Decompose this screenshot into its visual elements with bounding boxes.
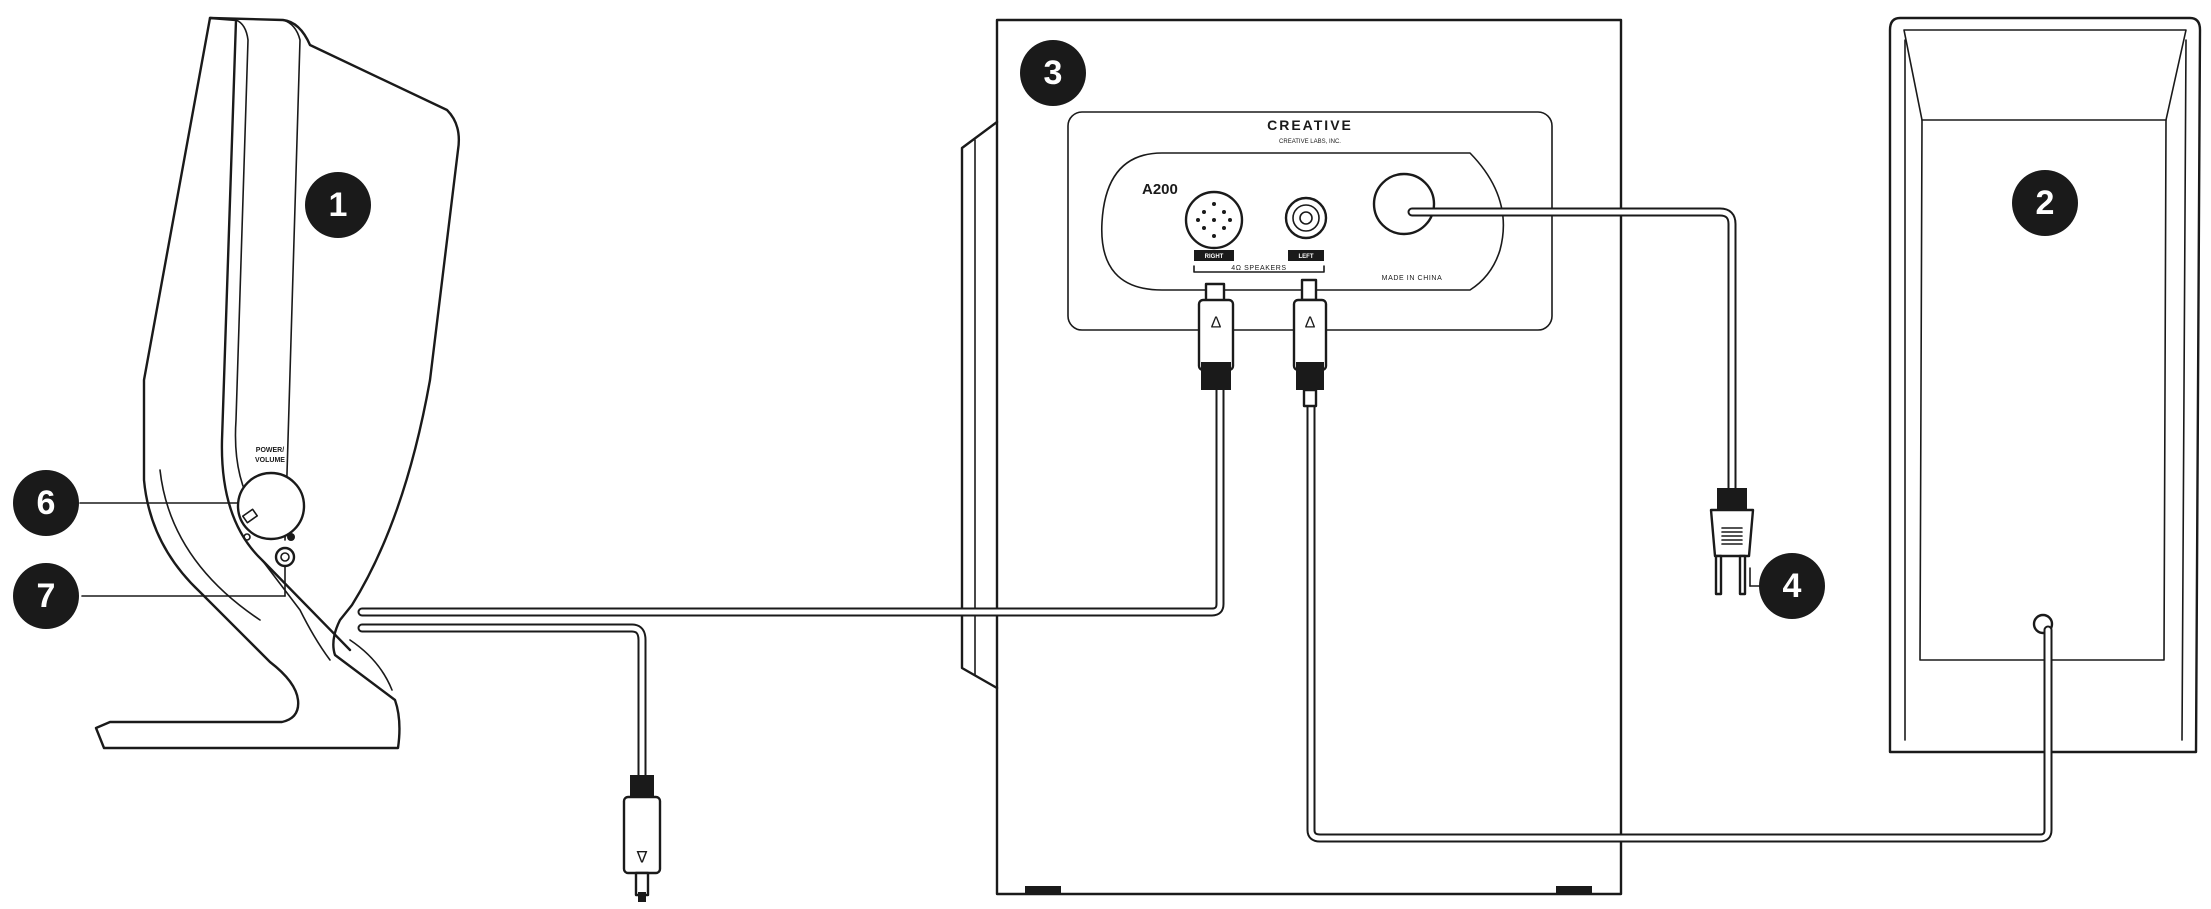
model-name: A200 xyxy=(1142,181,1178,198)
callout-leaders xyxy=(79,502,1791,597)
brand-logo-text: CREATIVE xyxy=(1267,117,1353,133)
callout-7-text: 7 xyxy=(37,577,56,615)
callout-6-text: 6 xyxy=(37,484,56,522)
callout-3-text: 3 xyxy=(1044,54,1063,92)
callout-1: 1 xyxy=(305,172,371,238)
power-cord-outlet xyxy=(1372,172,1436,236)
left-tag: LEFT xyxy=(1299,254,1314,260)
callout-2-text: 2 xyxy=(2036,184,2055,222)
made-in-text: MADE IN CHINA xyxy=(1382,275,1443,282)
callout-6: 6 xyxy=(13,470,79,536)
speakers-impedance-text: 4Ω SPEAKERS xyxy=(1231,265,1286,272)
callout-2: 2 xyxy=(2012,170,2078,236)
power-volume-knob[interactable] xyxy=(236,471,306,541)
din-plug-arrow: ∆ xyxy=(1211,315,1221,332)
rca-plug-arrow: ∆ xyxy=(1305,315,1315,332)
callout-3: 3 xyxy=(1020,40,1086,106)
left-speaker-port[interactable] xyxy=(1284,196,1328,240)
ac-power-plug xyxy=(1709,488,1755,596)
din-plug: ∆ xyxy=(1197,282,1235,390)
input-plug-arrow: ∇ xyxy=(636,850,648,867)
brand-subtext: CREATIVE LABS, INC. xyxy=(1279,139,1341,145)
callout-1-text: 1 xyxy=(329,186,348,224)
left-satellite-speaker: POWER/ VOLUME xyxy=(94,16,461,750)
input-plug: ∇ xyxy=(622,775,662,902)
cables xyxy=(357,207,2053,843)
rca-plug: ∆ xyxy=(1292,278,1328,408)
right-tag: RIGHT xyxy=(1205,254,1224,260)
callout-7: 7 xyxy=(13,563,79,629)
knob-label-line2: VOLUME xyxy=(255,457,285,464)
headphone-jack[interactable] xyxy=(274,546,296,568)
knob-label-line1: POWER/ xyxy=(256,447,284,454)
callout-4-text: 4 xyxy=(1783,567,1802,605)
subwoofer: CREATIVE CREATIVE LABS, INC. A200 RIGHT … xyxy=(960,18,1623,896)
callout-4: 4 xyxy=(1759,553,1825,619)
